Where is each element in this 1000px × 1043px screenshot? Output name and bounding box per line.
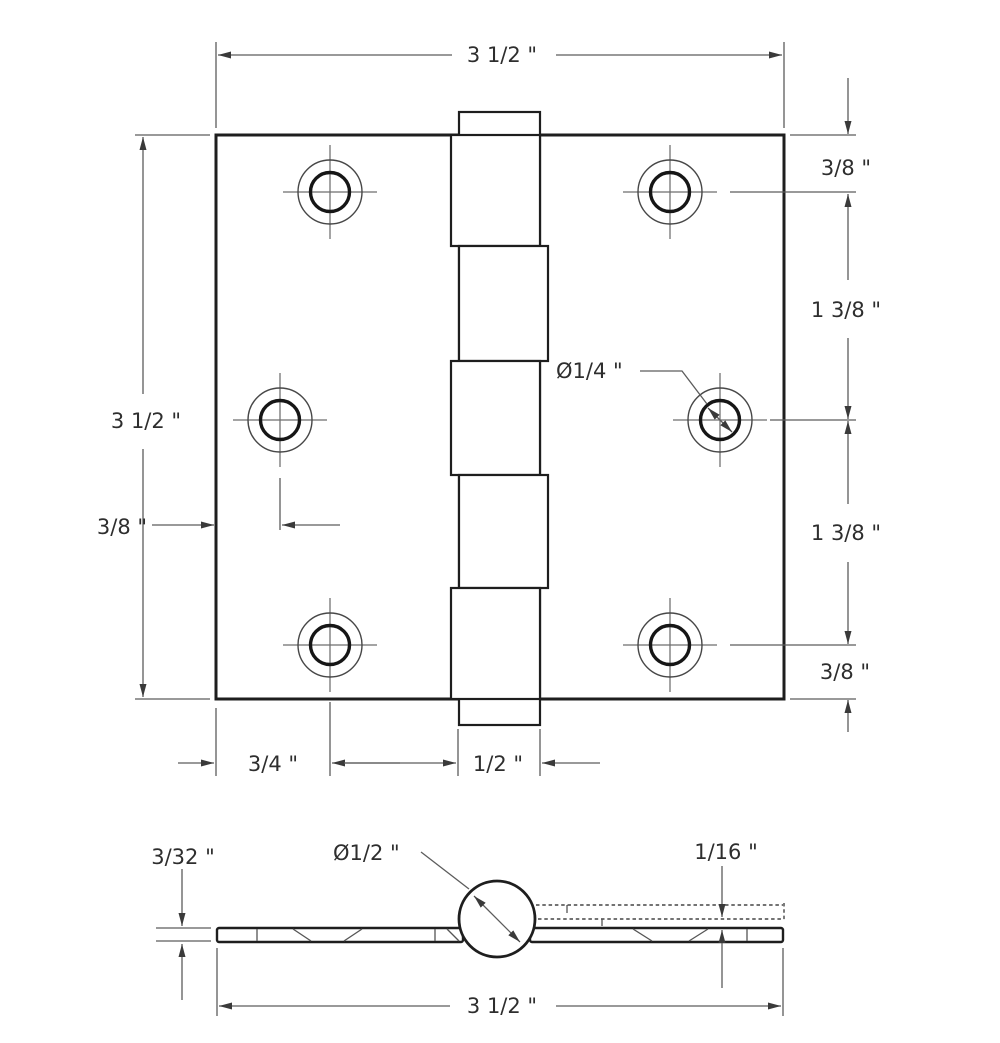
- screw-hole-circle: [648, 623, 692, 667]
- phantom-leaf-dashed: [536, 903, 785, 926]
- dim-label-edge-to-hole-column: 3/4 ": [248, 752, 298, 776]
- dimension-chain-bottom: 3/4 " 1/2 ": [178, 702, 600, 776]
- screw-hole-bottom-right: [623, 598, 717, 692]
- dim-label-overall-width: 3 1/2 ": [467, 43, 537, 67]
- dim-label-knuckle-width: 1/2 ": [473, 752, 523, 776]
- countersink-circle: [297, 612, 363, 678]
- dim-label-hole-spacing-lower: 1 3/8 ": [811, 521, 881, 545]
- diameter-arrow: [707, 407, 733, 433]
- screw-hole-middle-left: [233, 373, 327, 467]
- dim-label-hole-to-bottom-edge: 3/8 ": [820, 660, 870, 684]
- right-leaf-section: [528, 926, 785, 944]
- dimension-overall-length: 3 1/2 ": [216, 948, 784, 1018]
- dimension-chain-right: 3/8 " 1 3/8 " 1 3/8 " 3/8 ": [730, 78, 881, 732]
- knuckle-segment: [449, 133, 542, 248]
- dim-label-overall-length: 3 1/2 ": [467, 994, 537, 1018]
- diameter-arrow: [473, 895, 521, 943]
- dimension-chain-left: 3 1/2 " 3/8 ": [97, 134, 340, 700]
- dim-label-leaf-offset: 1/16 ": [694, 840, 758, 864]
- dim-label-hole-spacing-upper: 1 3/8 ": [811, 298, 881, 322]
- hole-diameter-callout: Ø1/4 ": [556, 359, 733, 433]
- hinge-knuckle: [449, 110, 550, 727]
- knuckle-segment: [457, 244, 550, 363]
- screw-hole-circle: [648, 170, 692, 214]
- countersink-slant: [292, 928, 312, 942]
- hinge-edge-view: Ø1/2 " 3/32 " 1/16 " 3 1/2 ": [151, 840, 785, 1018]
- barrel-diameter-callout: Ø1/2 ": [333, 841, 521, 943]
- countersink-slant: [688, 928, 709, 942]
- dimension-leaf-thickness: 3/32 ": [151, 845, 215, 1000]
- screw-hole-circle: [308, 170, 352, 214]
- countersink-circle: [297, 159, 363, 225]
- right-leaf-section-marks: [632, 928, 748, 942]
- dim-label-overall-height: 3 1/2 ": [111, 409, 181, 433]
- screw-hole-top-right: [623, 145, 717, 239]
- dim-label-hole-diameter: Ø1/4 ": [556, 359, 623, 383]
- dimension-leaf-offset: 1/16 ": [694, 840, 758, 988]
- countersink-slant: [343, 928, 363, 942]
- dim-label-barrel-diameter: Ø1/2 ": [333, 841, 400, 865]
- countersink-circle: [687, 387, 753, 453]
- screw-hole-bottom-left: [283, 598, 377, 692]
- hinge-face-view: 3 1/2 " 3/8 " 1 3/8 " 1 3/8 " 3/8 ": [97, 42, 881, 776]
- screw-hole-top-left: [283, 145, 377, 239]
- knuckle-joint-slant: [446, 928, 460, 942]
- screw-hole-circle: [258, 398, 302, 442]
- knuckle-segment: [449, 586, 542, 701]
- left-leaf-section-marks: [256, 928, 460, 942]
- countersink-slant: [632, 928, 653, 942]
- knuckle-segment: [457, 473, 550, 590]
- dim-label-leaf-thickness: 3/32 ": [151, 845, 215, 869]
- leader-line: [640, 370, 708, 405]
- screw-hole-circle: [698, 398, 742, 442]
- dimension-overall-width: 3 1/2 ": [215, 42, 785, 128]
- leader-line: [420, 851, 470, 890]
- knuckle-segment: [449, 359, 542, 477]
- screw-hole-circle: [308, 623, 352, 667]
- countersink-circle: [637, 612, 703, 678]
- countersink-circle: [247, 387, 313, 453]
- dim-label-top-edge-to-hole: 3/8 ": [821, 156, 871, 180]
- left-leaf-section: [215, 926, 465, 944]
- countersink-circle: [637, 159, 703, 225]
- dim-label-edge-to-middle-hole: 3/8 ": [97, 515, 147, 539]
